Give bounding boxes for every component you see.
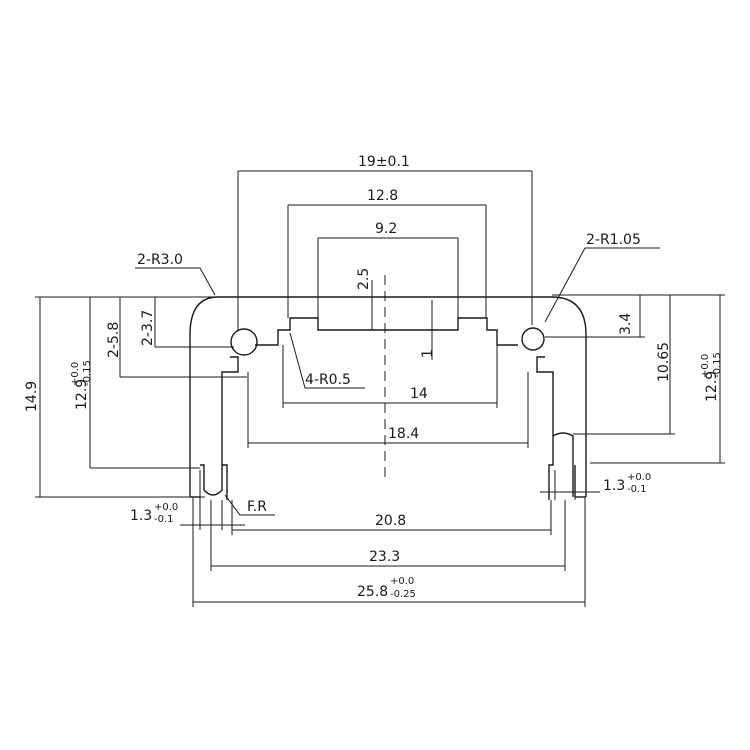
svg-text:12.9: 12.9	[74, 379, 90, 410]
left-inner-wall	[200, 356, 239, 500]
dimension-lines	[35, 170, 725, 607]
dim-width-19: 19±0.1	[358, 154, 410, 170]
dim-slot-1-3-right: 1.3 +0.0 -0.1	[603, 472, 651, 495]
svg-text:+0.0: +0.0	[154, 502, 178, 513]
outer-profile	[189, 296, 587, 497]
dim-radius-left: 2-R3.0	[137, 252, 183, 268]
dim-fr: F.R	[247, 499, 267, 515]
dim-4-r0-5: 4-R0.5	[305, 372, 351, 388]
dim-3-7: 2-3.7	[140, 310, 156, 346]
right-screw-boss	[521, 327, 545, 351]
svg-text:+0.0: +0.0	[390, 576, 414, 587]
dimension-labels: 19±0.1 12.8 9.2 2.5 2-R3.0 2-R1.05 2-3.7…	[24, 154, 723, 600]
dim-width-12-8: 12.8	[367, 188, 398, 204]
dim-5-8: 2-5.8	[106, 322, 122, 358]
dim-width-20-8: 20.8	[375, 513, 406, 529]
svg-text:-0.15: -0.15	[82, 360, 93, 386]
svg-text:25.8: 25.8	[357, 584, 388, 600]
dim-1: 1	[420, 349, 436, 358]
svg-text:-0.1: -0.1	[627, 484, 647, 495]
profile-outline	[189, 275, 587, 500]
dim-height-12-9-right: 12.9 +0.0 -0.15	[700, 352, 723, 402]
dim-3-4: 3.4	[618, 313, 634, 335]
dim-width-25-8: 25.8 +0.0 -0.25	[357, 576, 416, 600]
svg-text:12.9: 12.9	[704, 371, 720, 402]
dim-width-23-3: 23.3	[369, 549, 400, 565]
svg-text:-0.25: -0.25	[390, 589, 416, 600]
dim-depth-2-5: 2.5	[356, 268, 372, 290]
svg-text:+0.0: +0.0	[627, 472, 651, 483]
top-inner-channel	[255, 317, 518, 346]
right-inner-wall	[536, 356, 576, 500]
dim-height-12-9-left: 12.9 +0.0 -0.15	[70, 360, 93, 410]
svg-text:-0.15: -0.15	[712, 352, 723, 378]
svg-text:1.3: 1.3	[130, 508, 152, 524]
dim-slot-1-3-left: 1.3 +0.0 -0.1	[130, 502, 178, 525]
left-screw-boss	[230, 328, 258, 356]
dim-radius-right: 2-R1.05	[586, 232, 641, 248]
dim-width-18-4: 18.4	[388, 426, 419, 442]
dim-height-14-9: 14.9	[24, 381, 40, 412]
svg-text:+0.0: +0.0	[70, 362, 81, 386]
svg-text:1.3: 1.3	[603, 478, 625, 494]
dim-height-10-65: 10.65	[656, 342, 672, 382]
dim-width-9-2: 9.2	[375, 221, 397, 237]
svg-text:+0.0: +0.0	[700, 354, 711, 378]
dim-width-14: 14	[410, 386, 428, 402]
svg-text:-0.1: -0.1	[154, 514, 174, 525]
